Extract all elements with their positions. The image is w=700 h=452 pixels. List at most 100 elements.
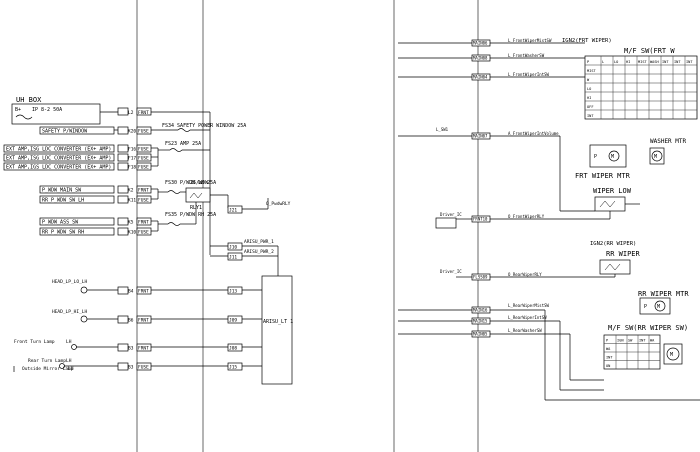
signal-label: L_RearWiperIntSW xyxy=(508,315,547,320)
j10-label: J10 xyxy=(229,245,237,251)
rr-p-wdw-rh-label: RR_P_WDW_SW_RH xyxy=(42,230,84,236)
conn xyxy=(136,107,152,116)
frt-wiper-mtr-label: FRT WIPER MTR xyxy=(575,172,631,180)
rear-turn-label: Rear Turn Lamp xyxy=(28,358,66,364)
f18-label: F18 xyxy=(128,165,136,171)
l2-row: L2 FRNT xyxy=(117,107,211,255)
rr-wiper-mtr-label: RR WIPER MTR xyxy=(638,290,689,298)
main08-label: MAIN08 xyxy=(473,56,488,61)
lh3-label: LH xyxy=(68,366,74,372)
table-header-cell: INT xyxy=(662,60,669,64)
relay-coil xyxy=(189,192,203,199)
pwdw-box xyxy=(39,217,115,226)
conn xyxy=(117,315,129,324)
frt-switch-table xyxy=(584,55,698,120)
fls09-label: FLSS09 xyxy=(473,275,488,280)
conn xyxy=(136,286,152,295)
frnt5-label: FRNT xyxy=(138,318,149,324)
washer-mtr-label: WASHER MTR xyxy=(650,138,687,145)
table-header-cell: HI xyxy=(626,60,630,64)
frt-wiper-mtr-box xyxy=(589,144,627,168)
ext-box xyxy=(3,153,115,162)
table-row-label: LO xyxy=(587,87,591,91)
lh2-label: LH xyxy=(66,358,72,364)
table-header-cell: MIST xyxy=(638,60,647,64)
signal-label: L_FrontWiperMistSW xyxy=(508,38,552,43)
conn xyxy=(117,195,129,204)
main06-label: MAIN06 xyxy=(473,41,488,46)
uh-box-title: UH BOX xyxy=(16,96,42,104)
motor-icon xyxy=(666,347,680,361)
k10-label: K10 xyxy=(128,230,136,236)
front-turn-label: Front Turn Lamp xyxy=(14,339,55,345)
f17-label: F17 xyxy=(128,156,136,162)
p-wdw-rows: P_WDW_MAIN_SW RR_P_WDW_SW_LH P_WDW_ASS_S… xyxy=(39,180,229,236)
table-row-label: HI xyxy=(587,96,591,100)
uh-box-group: UH BOX B+ IP 8-2 50A xyxy=(11,96,118,125)
k5-label: K5 xyxy=(128,220,134,226)
frnt10-label: FRNT10 xyxy=(473,217,488,222)
p-wdw-ass-label: P_WDW_ASS_SW xyxy=(42,220,79,226)
signal-label: L_RearWiperMistSW xyxy=(508,303,550,308)
table-row-label: INT xyxy=(587,114,594,118)
lamp-icon xyxy=(71,344,77,350)
motor-icon xyxy=(651,150,663,162)
fuse-symbol xyxy=(167,190,181,194)
ext3-label: EXT AMP,IGS LDC CONVERTER (EX+ AMP) xyxy=(6,165,111,171)
table-row-label: WA xyxy=(606,347,611,351)
arisu-lt-label: ARISU_LT 1 xyxy=(263,319,293,325)
table-header-cell: INT xyxy=(674,60,681,64)
conn xyxy=(117,107,129,116)
frt-wiper-block: IGN2(FRT WIPER) M/F SW(FRT W MAIN06 MAIN… xyxy=(398,38,698,229)
pwdw-box xyxy=(39,185,115,194)
main07-label: MAIN07 xyxy=(473,134,488,139)
f16-label: F16 xyxy=(128,147,136,153)
conn xyxy=(136,185,152,194)
rr-mtr-box xyxy=(663,343,683,365)
ext-box xyxy=(3,144,115,153)
main04-label: MAIN04 xyxy=(473,75,488,80)
fuse-label: FUSE xyxy=(138,165,149,171)
frnt4-label: FRNT xyxy=(138,289,149,295)
rr-wiper-block: IGN2(RR WIPER) RR WIPER RR WIPER MTR P M… xyxy=(398,241,700,401)
table-row-label: INT xyxy=(606,356,613,360)
conn xyxy=(136,217,152,226)
conn xyxy=(117,185,129,194)
frnt-label: FRNT xyxy=(138,110,149,116)
fuse4-label: FUSE xyxy=(138,365,149,371)
table-header-cell: LO xyxy=(614,60,618,64)
ext1-label: EXT AMP,ISG LDC CONVERTER (EX+ AMP) xyxy=(6,147,111,153)
m-label: M xyxy=(654,154,657,160)
k2-label: K2 xyxy=(128,188,134,194)
fuse-symbol xyxy=(167,222,181,226)
b-plus-label: B+ xyxy=(15,107,21,113)
conn xyxy=(136,126,152,135)
conn xyxy=(117,227,129,236)
rr-wiper-relay xyxy=(599,259,631,275)
arisu-lt-box xyxy=(261,275,293,385)
j13-label: J13 xyxy=(229,289,237,295)
frnt3-label: FRNT xyxy=(138,220,149,226)
table-row-label: MIST xyxy=(587,69,596,73)
lamp-icon xyxy=(80,315,88,323)
table-header-cell: P xyxy=(606,339,608,343)
conn xyxy=(227,242,243,251)
head-lp-hi-label: HEAD_LP_HI_LH xyxy=(52,309,88,315)
fuse-label: FUSE xyxy=(138,147,149,153)
pwdw-box xyxy=(39,227,115,236)
conn xyxy=(227,343,243,352)
uh-box xyxy=(11,103,101,125)
o-frontwiperrly-label: O_FrontWiperRLY xyxy=(508,214,545,219)
conn xyxy=(136,195,152,204)
table-header-cell: IGN xyxy=(617,339,624,343)
conn xyxy=(117,217,129,226)
p-label: P xyxy=(594,154,597,160)
m-label: M xyxy=(670,352,673,358)
fuse-symbol xyxy=(177,128,191,132)
ext2-label: EXT AMP,ISG LDC CONVERTER (EX+ AMP) xyxy=(6,156,111,162)
conn xyxy=(136,144,152,153)
mf-sw-rr-label: M/F SW(RR WIPER SW) xyxy=(608,324,688,332)
